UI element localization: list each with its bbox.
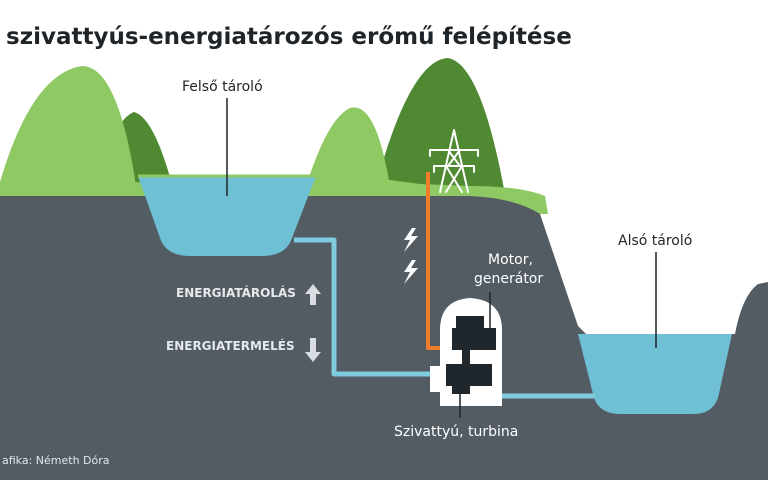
- label-energy-production: ENERGIATERMELÉS: [166, 338, 295, 353]
- dark-hill-right: [372, 58, 506, 200]
- label-pump-turbine: Szivattyú, turbina: [394, 424, 518, 440]
- generator-shaft: [462, 350, 470, 368]
- ground-body: [0, 196, 768, 480]
- green-hill-left: [0, 66, 138, 200]
- water-pipe: [294, 237, 440, 377]
- label-energy-storage: ENERGIATÁROLÁS: [176, 285, 296, 300]
- label-lower-reservoir: Alsó tároló: [618, 233, 692, 249]
- arrow-up-icon: [305, 284, 321, 305]
- power-pylon-icon: [429, 129, 479, 193]
- lightning-icon-bottom: [404, 260, 418, 284]
- label-motor: Motor,: [488, 252, 533, 268]
- turbine-block: [446, 364, 492, 386]
- upper-reservoir-water: [138, 176, 316, 256]
- label-upper-reservoir: Felső tároló: [182, 79, 263, 95]
- turbine-housing: [430, 366, 450, 392]
- label-generator: generátor: [474, 271, 543, 287]
- generator-block: [452, 328, 496, 350]
- generator-top: [456, 316, 484, 328]
- lightning-icon-top: [404, 228, 418, 252]
- lower-reservoir-water: [578, 334, 732, 414]
- graphic-credit: afika: Németh Dóra: [2, 454, 110, 467]
- arrow-down-icon: [305, 338, 321, 362]
- diagram-title: szivattyús-energiatározós erőmű felépíté…: [6, 24, 572, 50]
- turbine-base: [452, 386, 470, 394]
